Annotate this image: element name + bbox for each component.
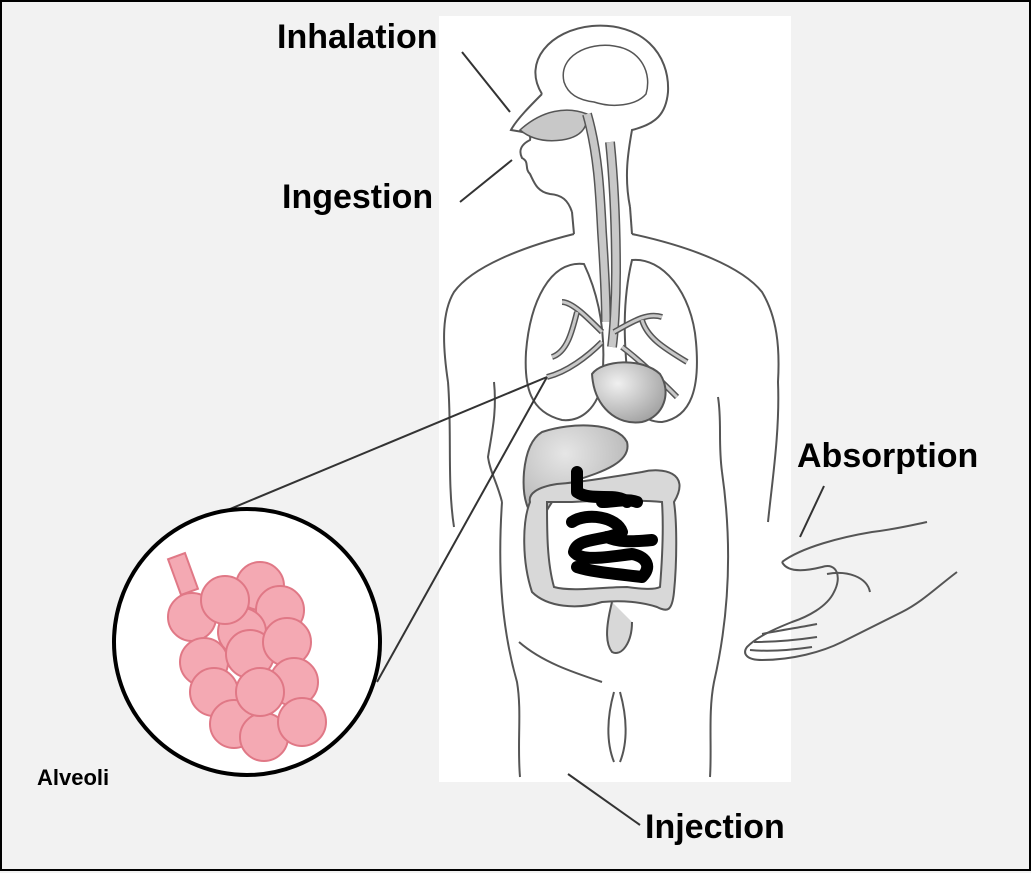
label-inhalation: Inhalation <box>277 20 438 54</box>
label-absorption: Absorption <box>797 439 978 473</box>
alveoli-zoom <box>114 509 380 775</box>
label-injection: Injection <box>645 810 785 844</box>
label-alveoli: Alveoli <box>37 767 109 789</box>
label-ingestion: Ingestion <box>282 180 433 214</box>
absorption-pointer <box>800 486 824 537</box>
